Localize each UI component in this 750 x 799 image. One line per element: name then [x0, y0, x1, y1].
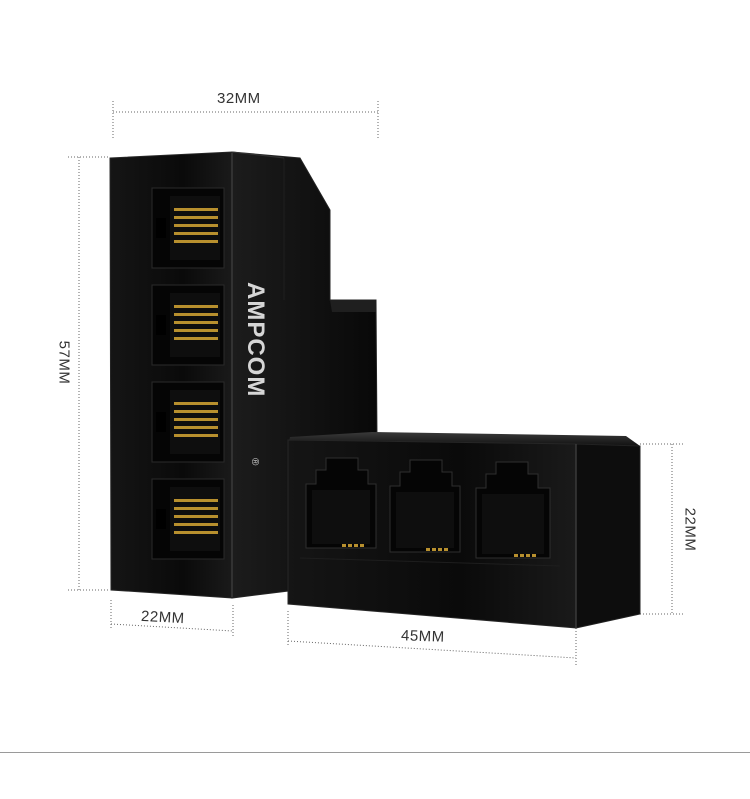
dimension-guides	[68, 101, 684, 665]
dimension-height-left: 57MM	[55, 340, 73, 385]
footer-divider	[0, 752, 750, 753]
rj11-port-3	[151, 381, 225, 463]
rj11-port-h2	[389, 459, 461, 553]
vertical-ports	[151, 187, 225, 560]
rj11-port-h1	[305, 457, 377, 549]
brand-logo: AMPCOM ®	[242, 282, 269, 466]
dimension-height-right: 22MM	[681, 507, 699, 552]
rj11-port-2	[151, 284, 225, 366]
svg-text:AMPCOM: AMPCOM	[242, 282, 269, 397]
dimension-width-top: 32MM	[217, 90, 261, 107]
dimension-width-bottom: 45MM	[400, 627, 445, 646]
rj11-port-h3	[475, 461, 551, 559]
rj11-port-4	[151, 478, 225, 560]
dimension-depth-bottom: 22MM	[140, 607, 186, 628]
horizontal-ports	[305, 457, 551, 559]
svg-text:®: ®	[249, 458, 260, 466]
rj11-port-1	[151, 187, 225, 269]
